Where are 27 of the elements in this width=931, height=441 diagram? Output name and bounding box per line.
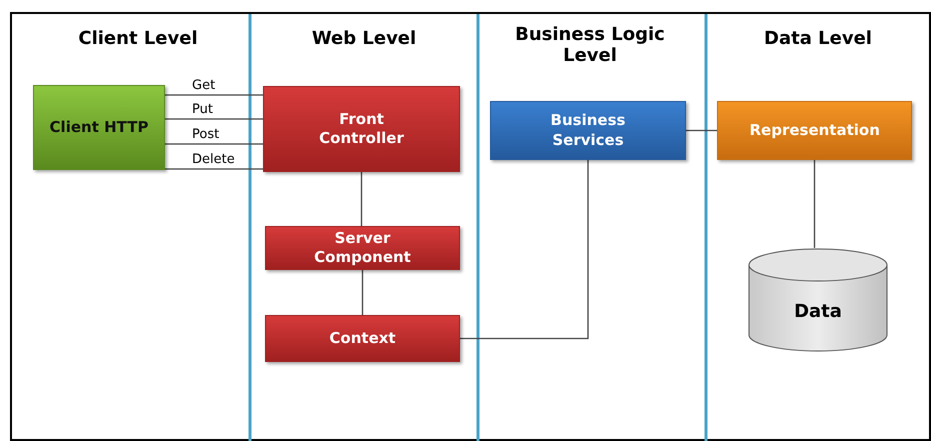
node-label: Client HTTP: [50, 118, 148, 138]
connector-line: [460, 160, 589, 340]
process-box: [265, 315, 460, 362]
process-box: [717, 101, 912, 160]
node-label: Data: [794, 300, 842, 324]
connector-line: [814, 160, 816, 248]
connector-line: [165, 118, 263, 120]
process-box: [490, 101, 686, 160]
node-label: Representation: [750, 120, 880, 140]
node-label: Front Controller: [318, 110, 405, 148]
database-cylinder: [748, 248, 888, 352]
node-label: Server Component: [313, 228, 412, 268]
node-label: Context: [329, 328, 396, 348]
connector-line: [360, 172, 362, 226]
connector-line: [362, 270, 364, 315]
connector-line: [165, 168, 263, 170]
lane-heading: Client Level: [77, 28, 199, 49]
connector-line: [686, 130, 717, 132]
process-box: [33, 85, 165, 170]
connector-line: [165, 94, 263, 96]
process-box: [265, 226, 460, 270]
lane-heading: Data Level: [763, 28, 873, 49]
connector-line: [165, 143, 263, 145]
node-label: Business Services: [550, 111, 626, 150]
lane-heading: Business Logic Level: [514, 24, 666, 66]
process-box: [263, 86, 460, 172]
lane-heading: Web Level: [310, 28, 418, 49]
